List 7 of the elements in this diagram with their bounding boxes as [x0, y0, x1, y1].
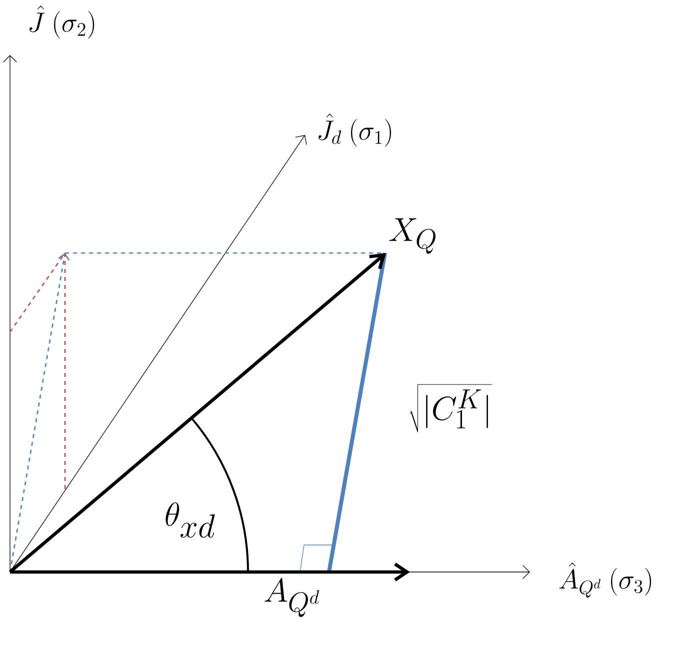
axis-label: $\hat{J}\ (\sigma_2)$ [30, 5, 94, 39]
axis-label: $\hat{A}_{Q^d}\ (\sigma_3)$ [559, 562, 652, 598]
axis-label: $\hat{J}_d\ (\sigma_1)$ [318, 113, 392, 147]
angle-label: $\theta_{xd}$ [166, 502, 215, 538]
length-label: $\sqrt{|C_1^K|}$ [410, 384, 492, 432]
vector-label: $A_{Q^d}$ [264, 578, 320, 617]
vector-label: $X_Q$ [389, 218, 436, 254]
